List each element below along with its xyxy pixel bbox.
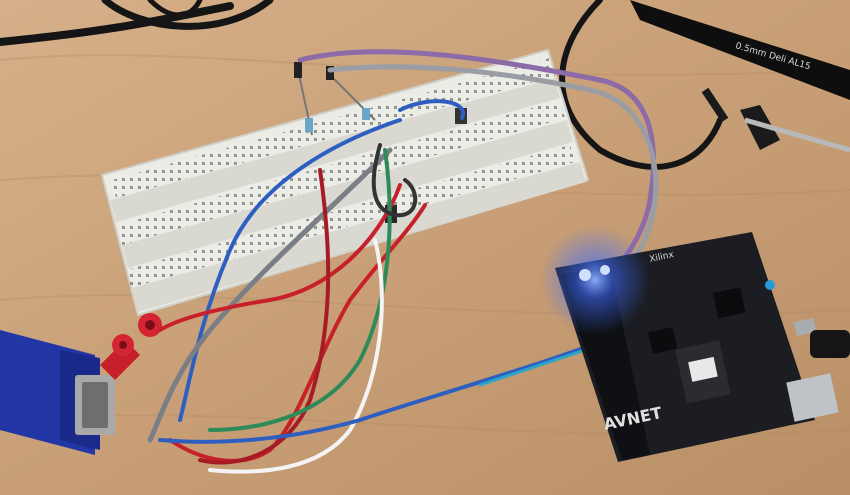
jumper-wires [147,49,659,474]
clip-tool [701,87,850,153]
wire-gray-top [327,64,659,271]
vga-connector [0,330,115,455]
wire-blue-long [158,328,632,444]
blue-led-glow [540,225,650,335]
wire-gray-mid [147,147,393,443]
wire-red-3 [198,168,331,465]
wire-white [208,238,384,474]
black-cables [0,0,723,170]
red-test-probes [100,313,162,380]
resistors [297,69,376,136]
wire-black-loop [371,143,418,218]
wire-red-1 [158,183,402,332]
wire-blue-left [178,118,402,422]
wire-purple [297,49,656,268]
wire-blue-top [398,99,465,120]
